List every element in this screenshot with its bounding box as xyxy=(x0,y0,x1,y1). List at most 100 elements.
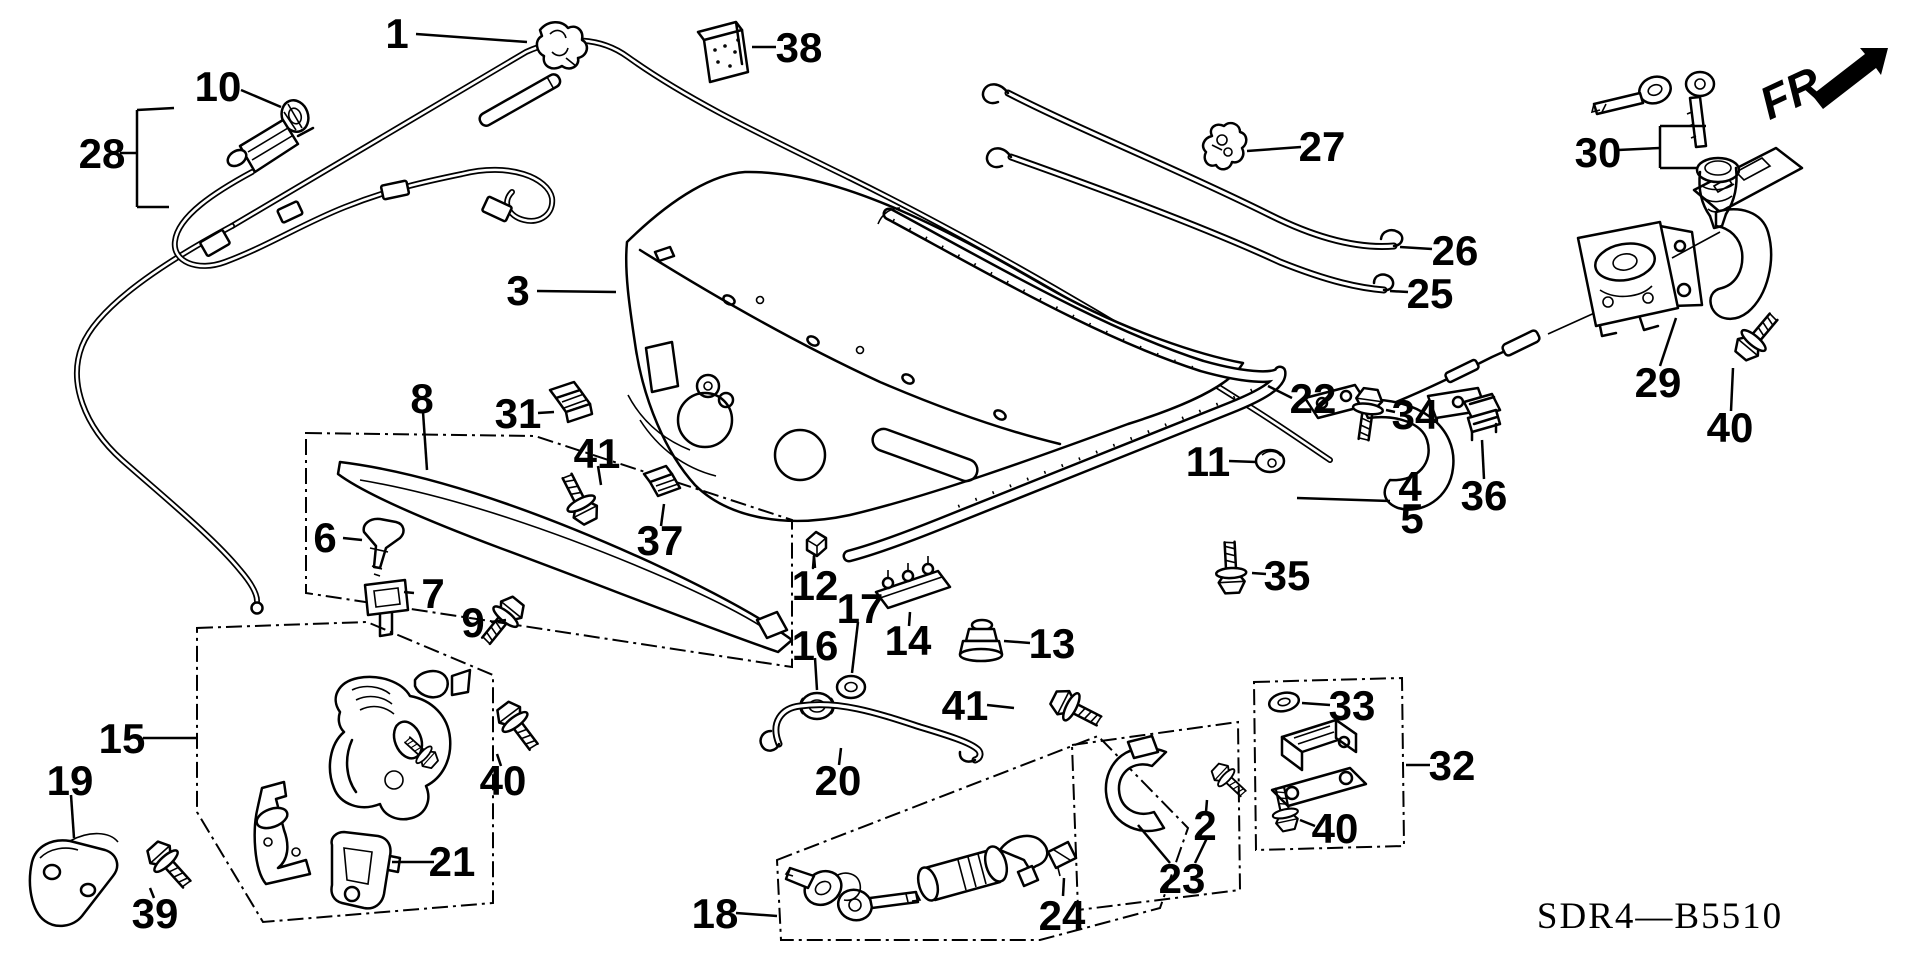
bolt-41a xyxy=(552,467,605,530)
callout-number-24-43: 24 xyxy=(1039,892,1086,939)
latch-assembly-group-15 xyxy=(196,620,494,924)
pad-38 xyxy=(696,20,750,84)
callout-29: 29 xyxy=(1635,317,1681,406)
callout-33: 33 xyxy=(1301,682,1376,729)
callout-number-12-23: 12 xyxy=(792,562,839,609)
clip-33 xyxy=(1267,691,1301,713)
clip-36 xyxy=(1462,392,1502,442)
clamp-group-23 xyxy=(1070,720,1252,912)
callout-37: 37 xyxy=(637,503,684,564)
callout-number-20-34: 20 xyxy=(815,757,862,804)
bolt-40a xyxy=(489,695,547,758)
callout-4: 4 xyxy=(1296,463,1422,510)
callout-number-16-29: 16 xyxy=(792,622,839,669)
fr-direction: FR. xyxy=(1752,48,1888,129)
callout-number-35-22: 35 xyxy=(1264,552,1311,599)
cable-to-latch xyxy=(1394,305,1611,404)
callout-number-4-17: 4 xyxy=(1398,463,1422,510)
callout-34: 34 xyxy=(1385,391,1439,438)
callout-7: 7 xyxy=(403,570,445,617)
callout-number-39-42: 39 xyxy=(132,890,179,937)
bolt-39 xyxy=(140,834,200,896)
striker-14 xyxy=(874,556,952,610)
callout-36: 36 xyxy=(1461,439,1508,519)
callout-8: 8 xyxy=(410,375,434,471)
callout-23: 23 xyxy=(1137,824,1209,902)
hinge-plate-19 xyxy=(28,832,119,928)
keys-30 xyxy=(1590,70,1716,149)
callout-9: 9 xyxy=(461,599,507,646)
callout-number-38-1: 38 xyxy=(776,24,823,71)
callout-number-34-14: 34 xyxy=(1392,391,1439,438)
clip-6 xyxy=(362,517,405,577)
callout-number-21-39: 21 xyxy=(429,838,476,885)
callout-24: 24 xyxy=(1039,877,1086,939)
callout-2: 2 xyxy=(1193,799,1217,849)
key-cylinder-group-18 xyxy=(775,734,1190,941)
diagram-part-code: SDR4—B5510 xyxy=(1537,896,1783,937)
callout-number-40-35: 40 xyxy=(480,757,527,804)
fr-label: FR. xyxy=(1752,51,1841,129)
callout-14: 14 xyxy=(885,611,932,664)
striker-group-32 xyxy=(1252,676,1406,852)
opener-rod-20 xyxy=(759,701,984,764)
callout-3: 3 xyxy=(506,267,617,314)
callout-number-6-20: 6 xyxy=(313,514,336,561)
callout-number-10-2: 10 xyxy=(195,63,242,110)
callout-number-40-38: 40 xyxy=(1312,805,1359,852)
callout-27: 27 xyxy=(1246,123,1345,170)
clip-7 xyxy=(363,578,410,638)
callout-number-41-30: 41 xyxy=(942,682,989,729)
callout-number-18-41: 18 xyxy=(692,890,739,937)
trunk-lid xyxy=(624,170,1245,523)
callout-20: 20 xyxy=(815,747,862,804)
callout-26: 26 xyxy=(1399,227,1478,274)
callout-number-14-27: 14 xyxy=(885,617,932,664)
callout-28: 28 xyxy=(79,106,175,209)
callout-number-37-21: 37 xyxy=(637,517,684,564)
callout-number-11-15: 11 xyxy=(1186,438,1230,485)
callout-number-19-36: 19 xyxy=(47,757,94,804)
callout-12: 12 xyxy=(792,555,839,609)
callout-number-2-37: 2 xyxy=(1193,802,1216,849)
callout-number-3-8: 3 xyxy=(506,267,529,314)
callout-40: 40 xyxy=(1707,367,1754,451)
rod-clip-27 xyxy=(1201,121,1248,171)
torsion-bar-25 xyxy=(985,147,1395,294)
hinge-arm-4-5 xyxy=(1303,383,1488,511)
callout-number-17-25: 17 xyxy=(837,585,884,632)
callout-30: 30 xyxy=(1575,124,1706,176)
callout-number-1-0: 1 xyxy=(385,10,408,57)
callout-number-13-28: 13 xyxy=(1029,620,1076,667)
callout-22: 22 xyxy=(1267,375,1336,422)
callout-5: 5 xyxy=(1400,495,1423,542)
callout-40: 40 xyxy=(480,753,527,804)
callout-number-25-7: 25 xyxy=(1407,270,1454,317)
callout-number-36-19: 36 xyxy=(1461,472,1508,519)
callout-19: 19 xyxy=(47,757,94,839)
washer-17 xyxy=(835,674,867,700)
callout-number-33-31: 33 xyxy=(1329,682,1376,729)
callout-18: 18 xyxy=(692,890,778,937)
clip-31 xyxy=(548,380,594,424)
callout-number-15-32: 15 xyxy=(99,715,146,762)
bolt-35 xyxy=(1213,540,1249,596)
trunk-latch-29 xyxy=(1576,146,1804,338)
callout-number-8-11: 8 xyxy=(410,375,433,422)
grommet-11 xyxy=(1254,448,1286,474)
callout-32: 32 xyxy=(1406,742,1475,789)
callout-41: 41 xyxy=(942,682,1015,729)
callout-10: 10 xyxy=(195,63,282,110)
callout-13: 13 xyxy=(1003,620,1076,667)
callout-35: 35 xyxy=(1251,552,1311,599)
grommet-24 xyxy=(1046,840,1078,877)
callout-number-7-24: 7 xyxy=(421,570,444,617)
callout-25: 25 xyxy=(1389,270,1454,317)
lock-body-21 xyxy=(330,830,402,910)
callout-11: 11 xyxy=(1186,438,1257,485)
release-cable xyxy=(74,37,1333,615)
cable-end-rod xyxy=(478,73,562,127)
callout-number-40-10: 40 xyxy=(1707,404,1754,451)
